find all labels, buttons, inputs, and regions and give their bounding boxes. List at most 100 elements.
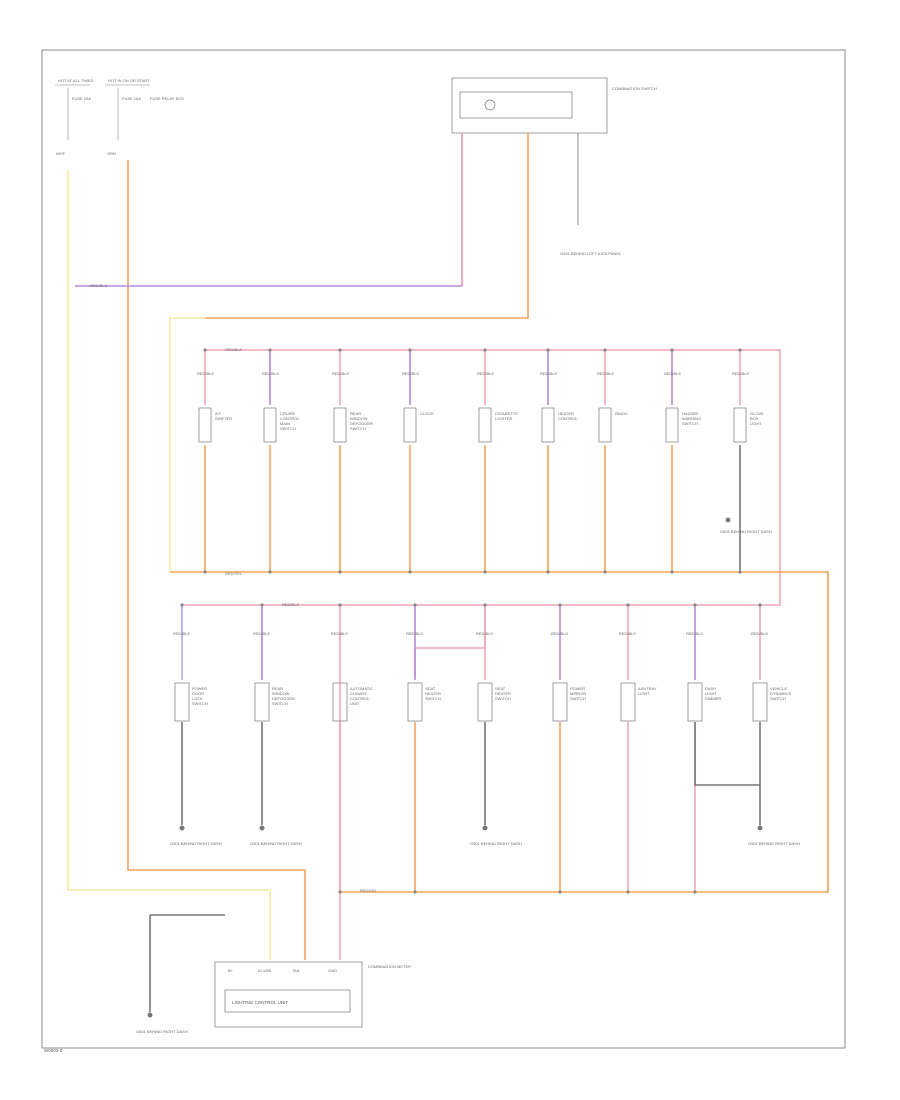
switch-bottom-label: LIGHT [705,691,717,696]
switch-top-wire-label: RED/BLK [477,371,494,376]
switch-top-label: RADIO [615,411,628,416]
switch-bottom-wire-label: RED/BLK [551,631,568,636]
junction-dot [338,603,342,607]
switch-top-label: WARNING [682,416,701,421]
switch-row-bottom: RED/BLKPOWERDOORLOCKSWITCHRED/BLKREARWIN… [173,603,791,894]
orange-combo-wire [205,133,529,319]
switch-bottom-label: DASH [705,686,716,691]
junction-dot [693,890,697,894]
switch-top-label: CONTROL [280,416,300,421]
junction-dot [408,570,412,574]
switch-top-wire-label: RED/BLK [197,371,214,376]
switch-bottom-body [752,682,768,722]
unit-pin-2: ILLUMI [258,968,271,973]
switch-bottom-label: DYNAMICS [770,691,791,696]
switch-top-body [333,407,347,443]
unit-title: LIGHTING CONTROL UNIT [232,1000,288,1005]
switch-top-label: WINDOW [350,416,368,421]
hot-label-a: HOT AT ALL TIMES [58,78,93,83]
switch-top-label: LIGHTER [495,416,512,421]
junction-dot [603,348,607,352]
switch-top-label: LIGHT [750,421,762,426]
switch-bottom-wire-label: RED/BLK [476,631,493,636]
switch-bottom-label: SWITCH [272,701,288,706]
switch-bottom-wire-label: RED/BLK [406,631,423,636]
switch-bottom-label: MIRROR [570,691,586,696]
junction-dot [338,890,342,894]
wire-label-b: ORN [107,151,116,156]
switch-row-top: RED/BLKA/TSHIFTERRED/BLKCRUISECONTROLMAI… [197,348,764,574]
switch-top-label: BOX [750,416,759,421]
switch-top-label: REAR [350,411,361,416]
switch-top-label: SHIFTER [215,416,232,421]
switch-bottom-wire-label: RED/BLK [751,631,768,636]
purple-bus-wire [75,133,463,287]
switch-bottom-wire-label: RED/BLK [253,631,270,636]
bus-label-orange-mid: RED/YEL [225,571,243,576]
pink-seat-loop [414,605,486,675]
switch-top-wire-label: RED/BLK [332,371,349,376]
switch-bottom-body [552,682,568,722]
junction-dot [260,603,264,607]
switch-bottom-label: LIGHT [638,691,650,696]
junction-dot [338,348,342,352]
yellow-feed-wire [67,170,271,960]
switch-bottom-wire-label: RED/BLK [173,631,190,636]
switch-bottom-label: CONTROL [350,696,370,701]
switch-bottom-label: SWITCH [495,696,511,701]
junction-dot [546,348,550,352]
footer-code: W0003-0 [44,1048,63,1053]
ground-symbol [259,825,265,831]
switch-top-wire-label: RED/BLK [262,371,279,376]
switch-top-wire-label: RED/BLK [597,371,614,376]
switch-bottom-label: SWITCH [425,696,441,701]
junction-dot [626,890,630,894]
diagram-border [41,49,846,1049]
junction-dot [268,348,272,352]
switch-bottom-wire-label: RED/BLK [686,631,703,636]
switch-bottom-label: POWER [192,686,207,691]
switch-bottom-label: SWITCH [192,701,208,706]
switch-top-label: A/T [215,411,222,416]
switch-bottom-body [687,682,703,722]
fuse-label-a: FUSE 15A [72,96,91,101]
ground-symbol [757,825,763,831]
bus-label-pink-top: RED/BLK [225,347,242,352]
switch-top-body [541,407,555,443]
switch-bottom-body [254,682,270,722]
orange-bus-mid [170,571,829,893]
unit-note: COMBINATION METER [368,964,411,969]
dimmer-ground-symbol [725,517,731,523]
switch-bottom-label: LOCK [192,696,203,701]
switch-top-label: HAZARD [682,411,699,416]
junction-dot [408,348,412,352]
switch-bottom-label: UNIT [350,701,360,706]
ground-symbol [482,825,488,831]
junction-dot [670,570,674,574]
switch-top-wire-label: RED/BLK [732,371,749,376]
junction-dot [670,348,674,352]
ground-symbol [179,825,185,831]
switch-bottom-wire-label: RED/BLK [331,631,348,636]
switch-bottom-body [407,682,423,722]
combination-switch: COMBINATION SWITCH G401 BEHIND LEFT KICK… [451,77,657,256]
switch-top-body [598,407,612,443]
switch-bottom-label: WINDOW [272,691,290,696]
switch-bottom-label: CLIMATE [350,691,367,696]
combination-switch-label: COMBINATION SWITCH [612,86,657,91]
switch-top-label: SWITCH [682,421,698,426]
switch-bottom-label: HEATER [425,691,441,696]
switch-top-label: GLOVE [750,411,764,416]
unit-pin-4: GND [328,968,337,973]
ground-labels-bottom: G501 BEHIND RIGHT DASH G501 BEHIND RIGHT… [170,841,800,846]
